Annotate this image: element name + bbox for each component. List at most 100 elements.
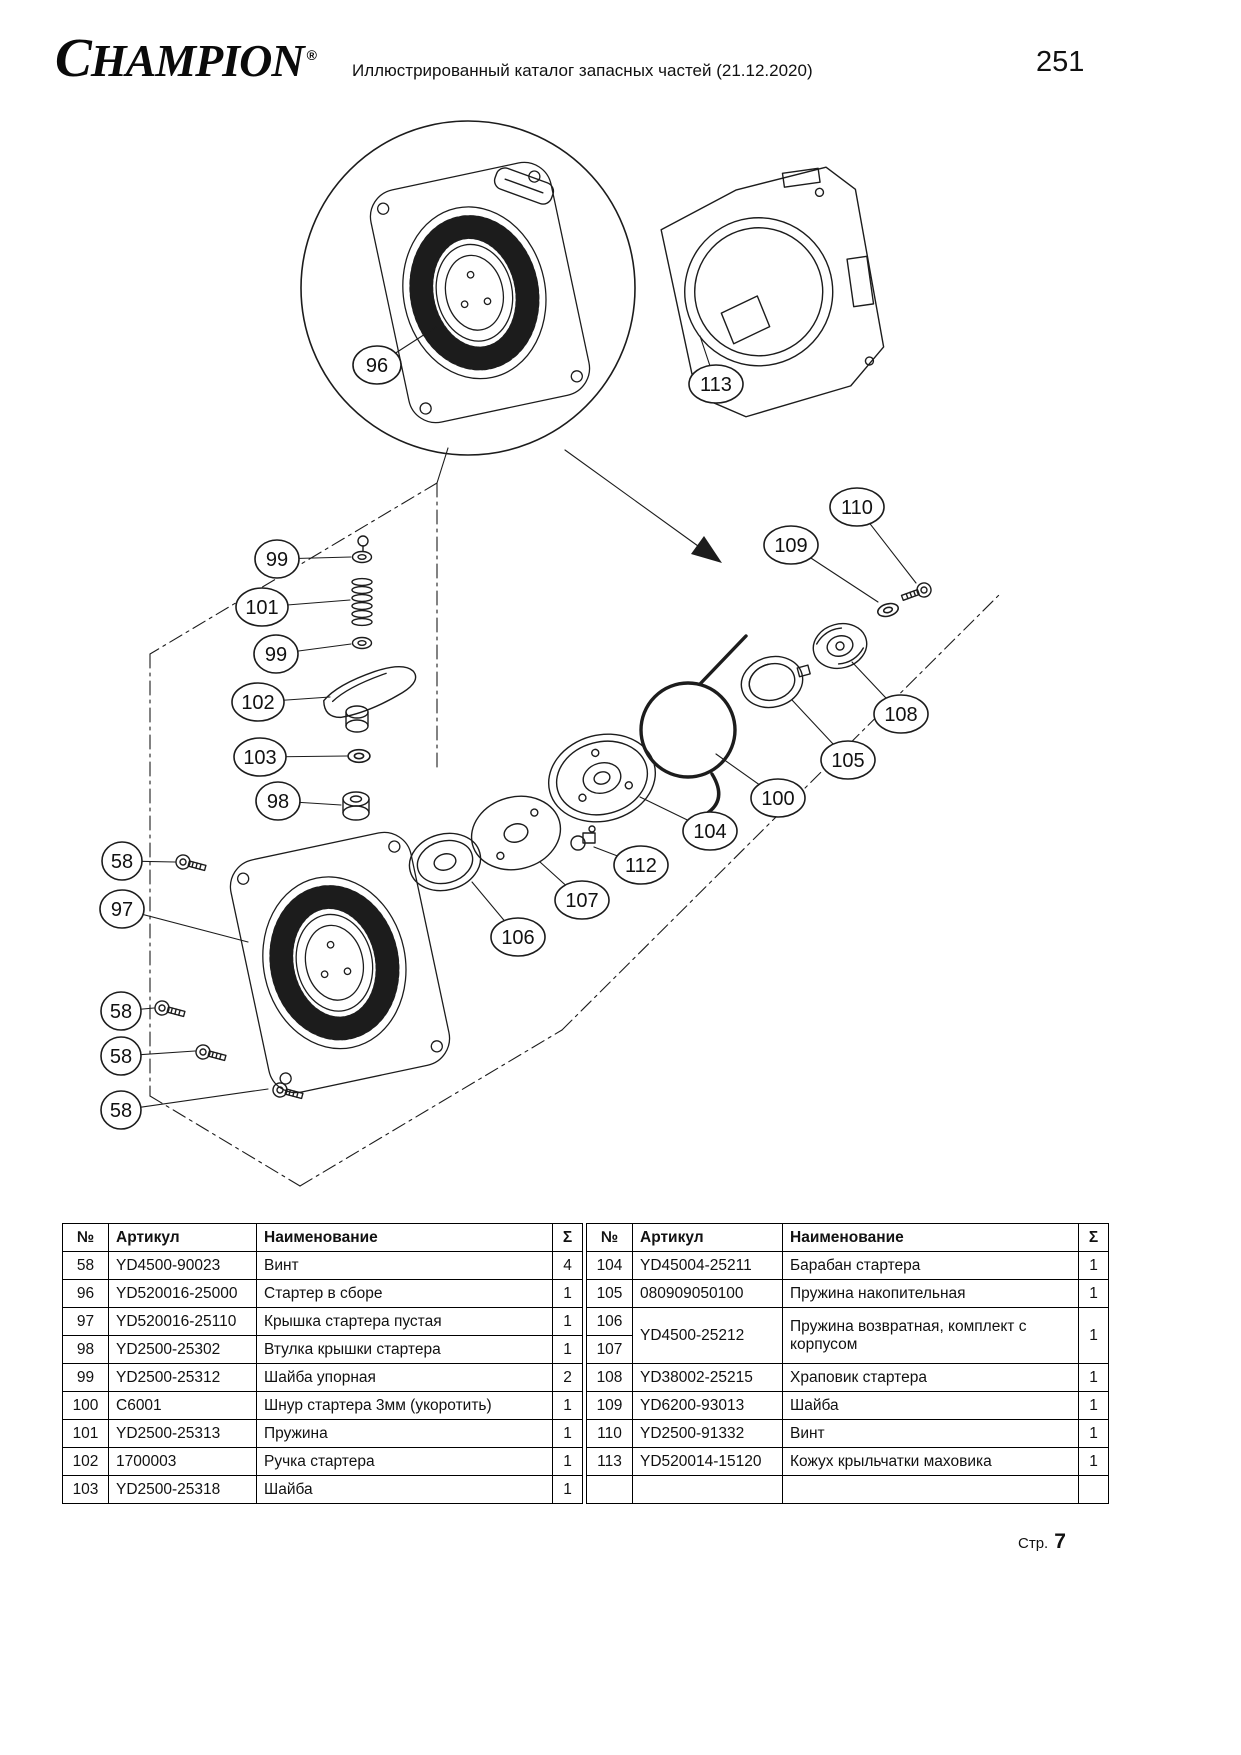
header-num: №: [62, 1223, 109, 1252]
cell-sku: 080909050100: [632, 1279, 783, 1308]
cell-qty: 1: [552, 1279, 583, 1308]
svg-text:106: 106: [501, 927, 534, 949]
table-row: 108 YD38002-25215 Храповик стартера 1: [586, 1363, 1109, 1392]
svg-text:112: 112: [625, 855, 657, 877]
table-header-row: № Артикул Наименование Σ: [586, 1223, 1109, 1252]
bushing-98: [342, 791, 370, 821]
svg-text:58: 58: [110, 1046, 132, 1068]
ratchet-108: [812, 622, 868, 670]
cell-qty: 2: [552, 1363, 583, 1392]
callout-109: 109: [763, 525, 879, 603]
cell-qty: 1: [552, 1419, 583, 1448]
callout-101: 101: [235, 587, 351, 627]
cell-qty: 1: [1078, 1419, 1109, 1448]
cell-name: Стартер в сборе: [256, 1279, 553, 1308]
callout-58-4: 58: [100, 1088, 269, 1130]
svg-text:100: 100: [761, 788, 794, 810]
table-row: 106 YD4500-25212 Пружина возвратная, ком…: [586, 1307, 1109, 1364]
callout-110: 110: [829, 487, 917, 584]
callout-112: 112: [593, 845, 669, 885]
callout-99-mid: 99: [253, 634, 352, 674]
cell-num: 108: [586, 1363, 633, 1392]
header-qty: Σ: [552, 1223, 583, 1252]
starter-cover-97: [225, 827, 454, 1097]
svg-text:107: 107: [565, 890, 598, 912]
cell-name: Пружина возвратная, комплект с корпусом: [782, 1307, 1079, 1364]
cell-name: Кожух крыльчатки маховика: [782, 1447, 1079, 1476]
cell-qty: 1: [552, 1307, 583, 1336]
page-number: 251: [1036, 46, 1085, 78]
table-row: 105 080909050100 Пружина накопительная 1: [586, 1279, 1109, 1308]
cell-sku: YD6200-93013: [632, 1391, 783, 1420]
table-row: 104 YD45004-25211 Барабан стартера 1: [586, 1251, 1109, 1280]
table-header-row: № Артикул Наименование Σ: [62, 1223, 583, 1252]
table-row: 98 YD2500-25302 Втулка крышки стартера 1: [62, 1335, 583, 1364]
cell-num: 113: [586, 1447, 633, 1476]
cell-num: 103: [62, 1475, 109, 1504]
magnified-starter-view: [300, 120, 722, 563]
table-row: 103 YD2500-25318 Шайба 1: [62, 1475, 583, 1504]
table-row: 100 C6001 Шнур стартера 3мм (укоротить) …: [62, 1391, 583, 1420]
cell-num: 106: [586, 1307, 633, 1336]
cell-sku: YD45004-25211: [632, 1251, 783, 1280]
cell-qty: 1: [1078, 1363, 1109, 1392]
svg-text:113: 113: [700, 374, 732, 396]
callout-107: 107: [539, 861, 610, 920]
cell-num: [586, 1475, 633, 1504]
cell-sku: YD4500-25212: [632, 1307, 783, 1364]
cell-qty: 1: [552, 1447, 583, 1476]
cell-name: [782, 1475, 1079, 1504]
svg-text:101: 101: [245, 597, 278, 619]
cell-name: Втулка крышки стартера: [256, 1335, 553, 1364]
svg-text:104: 104: [693, 821, 726, 843]
svg-text:99: 99: [265, 644, 287, 666]
svg-text:102: 102: [241, 692, 274, 714]
callout-103: 103: [233, 737, 348, 777]
callout-99-top: 99: [254, 539, 352, 579]
cell-num: 107: [586, 1335, 633, 1364]
spring-housing-106: [408, 832, 482, 892]
table-row: 102 1700003 Ручка стартера 1: [62, 1447, 583, 1476]
starter-handle-detail: [493, 167, 555, 205]
screw-110: [899, 580, 934, 606]
table-row: 109 YD6200-93013 Шайба 1: [586, 1391, 1109, 1420]
starter-rope-100: [639, 634, 748, 816]
cell-num: 96: [62, 1279, 109, 1308]
cell-qty: 4: [552, 1251, 583, 1280]
handle-insert: [345, 705, 369, 733]
callout-58-3: 58: [100, 1036, 196, 1076]
cell-name: Винт: [782, 1419, 1079, 1448]
svg-text:58: 58: [111, 851, 133, 873]
registered-mark-icon: ®: [306, 46, 317, 63]
brand-logo-text: CHAMPION: [55, 27, 305, 88]
cell-sku: YD520016-25000: [108, 1279, 257, 1308]
cell-name: Винт: [256, 1251, 553, 1280]
svg-text:58: 58: [110, 1100, 132, 1122]
spring-cover-plate-107: [470, 795, 562, 871]
cell-name: Барабан стартера: [782, 1251, 1079, 1280]
svg-text:58: 58: [110, 1001, 132, 1023]
table-row: 96 YD520016-25000 Стартер в сборе 1: [62, 1279, 583, 1308]
cell-qty: [1078, 1475, 1109, 1504]
cell-sku: YD2500-91332: [632, 1419, 783, 1448]
table-row: 101 YD2500-25313 Пружина 1: [62, 1419, 583, 1448]
cell-sku: 1700003: [108, 1447, 257, 1476]
cell-num: 104: [586, 1251, 633, 1280]
parts-tables: № Артикул Наименование Σ 58 YD4500-90023…: [62, 1223, 1109, 1504]
cell-qty: 1: [1078, 1307, 1109, 1364]
table-row: 107: [586, 1335, 1109, 1364]
header-name: Наименование: [782, 1223, 1079, 1252]
header-name: Наименование: [256, 1223, 553, 1252]
table-row: 97 YD520016-25110 Крышка стартера пустая…: [62, 1307, 583, 1336]
svg-text:99: 99: [266, 549, 288, 571]
svg-text:109: 109: [774, 535, 807, 557]
header-sku: Артикул: [108, 1223, 257, 1252]
header-qty: Σ: [1078, 1223, 1109, 1252]
cell-sku: [632, 1475, 783, 1504]
cell-name: Шайба упорная: [256, 1363, 553, 1392]
table-row: 58 YD4500-90023 Винт 4: [62, 1251, 583, 1280]
cell-qty: 1: [1078, 1447, 1109, 1476]
cell-sku: C6001: [108, 1391, 257, 1420]
callout-98: 98: [255, 781, 342, 821]
callout-97: 97: [99, 889, 249, 943]
